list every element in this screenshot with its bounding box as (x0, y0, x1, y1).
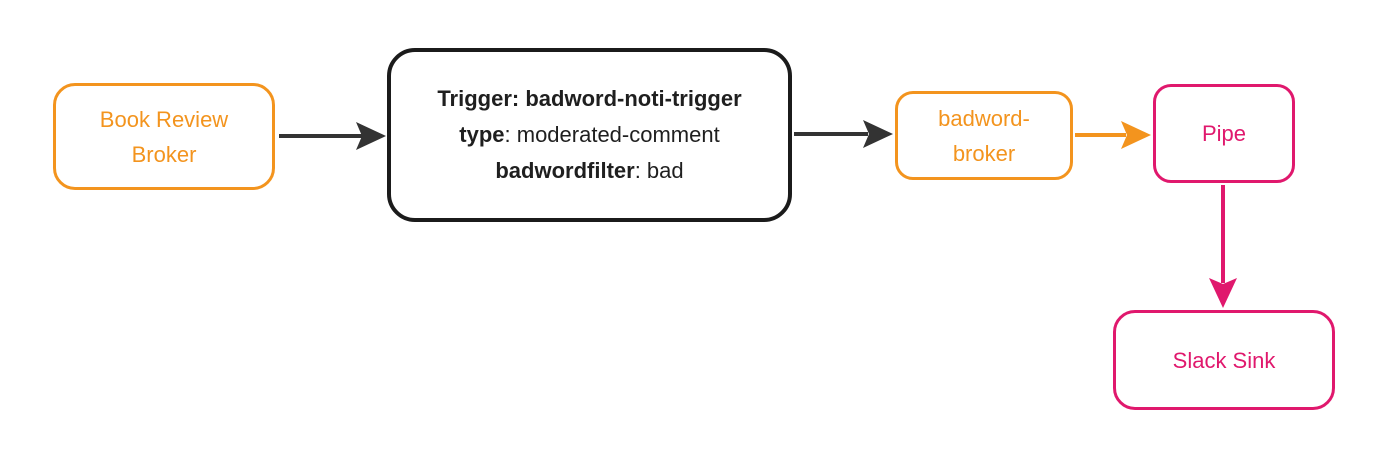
node-badword-broker: badword- broker (895, 91, 1073, 180)
node-book-review-broker-label-line2: Broker (131, 141, 197, 167)
node-slack-sink-label: Slack Sink (1172, 347, 1276, 373)
node-slack-sink: Slack Sink (1113, 310, 1335, 410)
edge-trigger-to-badword-broker-arrow (794, 120, 893, 148)
edge-badword-broker-to-pipe-arrow (1075, 121, 1151, 149)
trigger-line-1: Trigger: badword-noti-trigger (437, 81, 741, 117)
node-book-review-broker: Book Review Broker (53, 83, 275, 190)
trigger-line-3-bold: badwordfilter (495, 158, 635, 183)
node-pipe-label: Pipe (1201, 121, 1247, 146)
edge-pipe-to-slack-sink-arrow (1209, 185, 1237, 308)
node-badword-broker-label-line2: broker (952, 140, 1016, 166)
node-book-review-broker-label-line1: Book Review (99, 106, 229, 132)
trigger-line-3: badwordfilter: bad (495, 153, 683, 189)
node-pipe: Pipe (1153, 84, 1295, 183)
trigger-line-1-bold: Trigger: badword-noti-trigger (437, 86, 742, 111)
trigger-line-2: type: moderated-comment (459, 117, 719, 153)
trigger-line-2-rest: : moderated-comment (504, 122, 720, 147)
edge-book-review-broker-to-trigger-arrow (279, 122, 386, 150)
trigger-line-3-rest: : bad (634, 158, 684, 183)
node-badword-broker-label-line1: badword- (938, 105, 1030, 131)
node-trigger: Trigger: badword-noti-trigger type: mode… (387, 48, 792, 222)
trigger-line-2-bold: type (459, 122, 505, 147)
